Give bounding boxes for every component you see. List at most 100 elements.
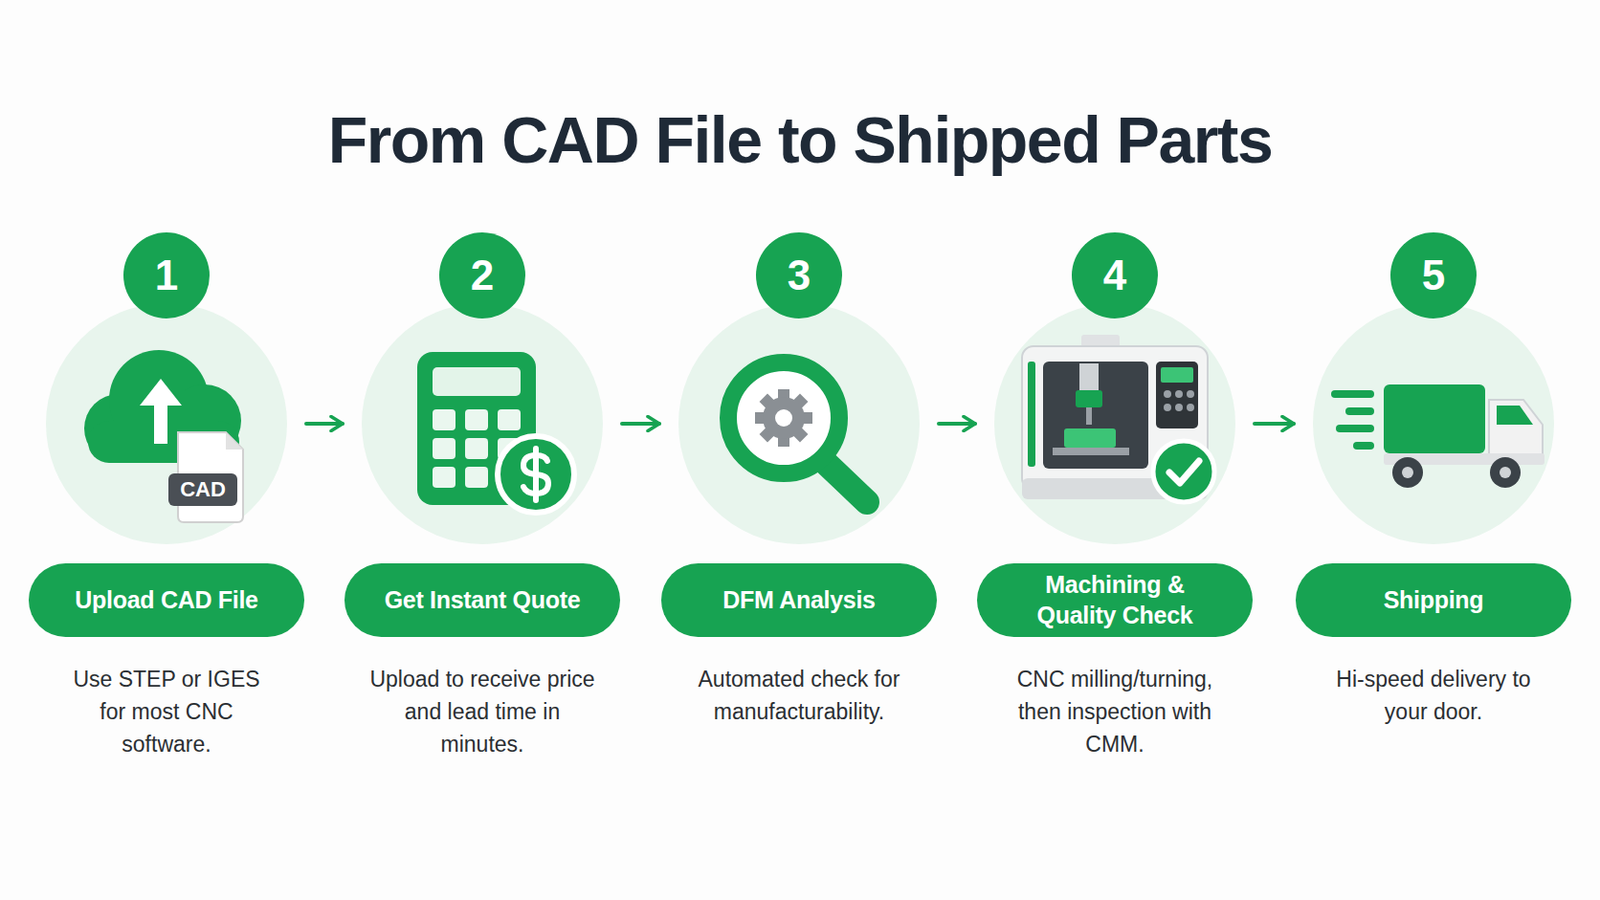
file-icon (168, 432, 244, 523)
step-node: 4Machining & Quality CheckCNC milling/tu… (994, 303, 1236, 545)
magnifier-icon-part-part (762, 397, 805, 440)
cnc-machine-icon-part (1169, 461, 1200, 484)
magnifier-icon-part-part (777, 435, 790, 447)
cnc-machine-icon-part (1186, 403, 1195, 412)
calculator-icon-part (465, 466, 489, 489)
step-description: Upload to receive price and lead time in… (362, 663, 602, 761)
cloud-upload-icon-part (154, 400, 168, 445)
step-node: 5ShippingHi-speed delivery to your door. (1312, 303, 1555, 545)
step-title: Shipping (1383, 585, 1485, 616)
flow-arrow (938, 422, 976, 426)
step-number: 5 (1422, 251, 1445, 300)
flow-arrow (1254, 422, 1294, 426)
flow-arrow (622, 422, 660, 426)
step-number: 2 (470, 251, 494, 300)
truck-icon-part (1334, 390, 1371, 399)
magnifier-icon-part-part (759, 425, 777, 443)
cnc-machine-icon-part (1079, 363, 1099, 393)
cnc-machine-icon-part (1052, 447, 1130, 456)
step-title-pill: Upload CAD File (28, 563, 305, 638)
cnc-machine-icon (1022, 334, 1215, 503)
flow-arrow (306, 422, 343, 426)
calculator-icon-part (533, 448, 539, 501)
truck-icon-part (1489, 457, 1521, 489)
cnc-machine-icon-part (1043, 361, 1149, 469)
step-description: Hi-speed delivery to your door. (1323, 663, 1544, 729)
truck-icon (1334, 384, 1545, 489)
file-icon-part (177, 432, 244, 523)
step-node: 3DFM AnalysisAutomated check for manufac… (678, 303, 920, 545)
cnc-machine-icon-part (1022, 346, 1208, 490)
calculator-icon-part (465, 438, 489, 460)
step-title: Get Instant Quote (384, 585, 581, 616)
truck-icon-part (1383, 384, 1486, 454)
cnc-machine-icon-part (1155, 361, 1199, 429)
cloud-upload-icon-part (88, 421, 240, 464)
calculator-icon-part (432, 438, 456, 460)
step-number-circle: 4 (1071, 232, 1158, 319)
truck-icon-part (1488, 400, 1543, 464)
cnc-machine-icon-part (1175, 390, 1183, 399)
step-node: 1Upload CAD FileUse STEP or IGES for mos… (45, 303, 288, 545)
cloud-upload-icon-part (109, 350, 209, 450)
cloud-upload-icon (84, 350, 242, 464)
step-number-circle: 1 (123, 232, 210, 319)
magnifier-icon-part (775, 409, 793, 427)
step-number-circle: 5 (1390, 232, 1477, 319)
file-icon-part (225, 432, 244, 450)
truck-icon-part (1499, 466, 1512, 479)
cnc-machine-icon-part (1186, 390, 1195, 399)
truck-icon-part (1349, 407, 1371, 416)
step-description: Use STEP or IGES for most CNC software. (66, 663, 267, 761)
cloud-upload-icon-part (168, 384, 242, 458)
calculator-icon-part (497, 438, 521, 460)
step-number: 4 (1103, 251, 1127, 300)
cloud-upload-icon-part (84, 394, 154, 464)
calculator-icon-part (465, 409, 489, 431)
magnifier-icon-part-part (791, 394, 808, 411)
cnc-machine-icon-part (1160, 367, 1194, 383)
file-icon-part (168, 473, 238, 507)
calculator-icon-part (432, 367, 521, 397)
magnifier-icon-part (826, 464, 867, 503)
step-number: 1 (155, 251, 178, 300)
cnc-machine-icon-part (1022, 478, 1208, 500)
magnifier-icon (728, 362, 867, 503)
step-title-pill: Machining & Quality Check (977, 563, 1253, 638)
cnc-machine-icon-part (1163, 403, 1172, 412)
cloud-upload-icon-part (139, 378, 182, 406)
truck-icon-part (1383, 453, 1545, 466)
step-title: Upload CAD File (74, 585, 258, 616)
step-title: DFM Analysis (722, 585, 875, 616)
cnc-machine-icon-part (1075, 390, 1103, 408)
calculator-icon-part (432, 466, 456, 489)
step-number-circle: 3 (755, 232, 843, 319)
magnifier-icon-part-part (759, 394, 777, 411)
step-description: Automated check for manufacturability. (679, 663, 919, 729)
truck-icon-part (1496, 405, 1534, 425)
step-description: CNC milling/turning, then inspection wit… (995, 663, 1235, 761)
step-title: Machining & Quality Check (1021, 570, 1209, 631)
step-title-pill: DFM Analysis (661, 563, 937, 638)
cnc-machine-icon-part (1153, 441, 1215, 503)
step-number: 3 (787, 251, 811, 300)
magnifier-icon-part-part (777, 389, 790, 401)
step-title-pill: Get Instant Quote (344, 563, 621, 638)
step-node: 2Get Instant QuoteUpload to receive pric… (361, 303, 603, 545)
step-title-pill: Shipping (1295, 563, 1572, 638)
truck-icon-part (1401, 466, 1414, 479)
calculator-icon-part (432, 409, 456, 431)
calculator-icon-part (497, 436, 575, 513)
cnc-machine-icon-part (1086, 407, 1092, 425)
cnc-machine-icon-part (1081, 334, 1120, 351)
truck-icon-part (1339, 424, 1371, 433)
calculator-icon (417, 352, 575, 513)
magnifier-icon-part (728, 362, 840, 474)
cnc-machine-icon-part (1175, 403, 1183, 412)
calculator-icon-part (497, 409, 521, 431)
cnc-machine-icon-part (1027, 361, 1036, 467)
calculator-icon-part (417, 352, 536, 506)
magnifier-icon-part-part (755, 412, 767, 424)
